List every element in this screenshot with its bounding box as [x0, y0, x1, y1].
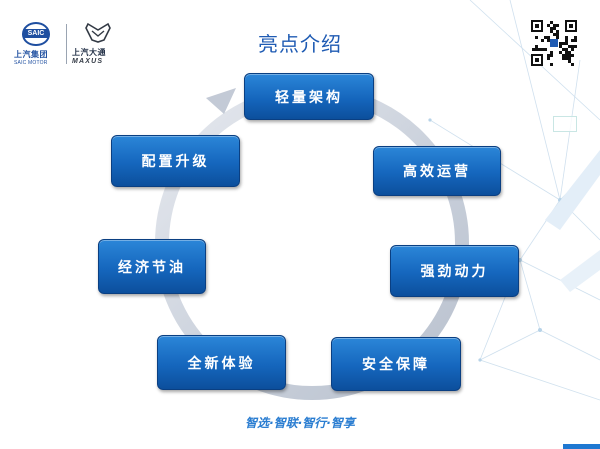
logo-divider: [66, 24, 67, 64]
watermark-badge: [553, 116, 577, 132]
feature-box-efficient-operation[interactable]: 高效运营: [373, 146, 501, 196]
feature-box-power[interactable]: 强劲动力: [390, 245, 519, 297]
footer-slogan: 智选·智联·智行·智享: [245, 416, 355, 430]
saic-name-cn: 上汽集团: [14, 50, 48, 59]
feature-box-fuel-economy[interactable]: 经济节油: [98, 239, 206, 294]
maxus-name-cn: 上汽大通: [72, 48, 106, 57]
footer-accent-bar: [563, 444, 600, 449]
maxus-logo: 上汽大通 MAXUS: [72, 22, 124, 65]
page-title: 亮点介绍: [258, 32, 342, 56]
maxus-name-en: MAXUS: [72, 58, 104, 65]
saic-logo: SAIC 上汽集团 SAIC MOTOR: [14, 22, 62, 66]
feature-box-lightweight[interactable]: 轻量架构: [244, 73, 374, 120]
feature-box-configuration-upgrade[interactable]: 配置升级: [111, 135, 240, 187]
saic-badge-text: SAIC: [24, 29, 48, 38]
saic-name-en: SAIC MOTOR: [14, 60, 48, 66]
qr-code-icon: [531, 20, 577, 66]
saic-badge-icon: SAIC: [22, 22, 50, 46]
maxus-emblem-icon: [85, 22, 111, 43]
feature-box-safety[interactable]: 安全保障: [331, 337, 461, 391]
feature-box-new-experience[interactable]: 全新体验: [157, 335, 286, 390]
